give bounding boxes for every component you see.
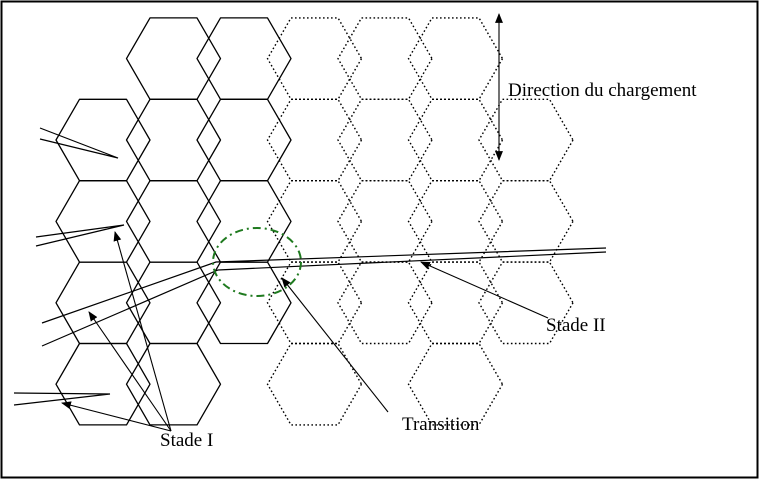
grain-hexagon — [478, 98, 574, 182]
stage-two-crack — [41, 247, 607, 347]
grain-hexagon — [337, 17, 433, 101]
stage-one-cracks — [13, 127, 125, 406]
grain-hexagon — [478, 261, 574, 345]
grain-hexagon — [407, 17, 504, 101]
grain-hexagon — [266, 17, 363, 101]
stage-one-label: Stade I — [160, 430, 213, 451]
stage-one-arrows — [61, 231, 172, 432]
grain-hexagon — [337, 261, 433, 345]
grain-hexagon — [125, 342, 222, 426]
grain-hexagon — [266, 261, 363, 345]
grain-hexagon — [266, 179, 363, 263]
transition-label: Transition — [402, 414, 480, 435]
grain-hexagon — [125, 17, 222, 100]
loading-direction-label: Direction du chargement — [508, 80, 697, 101]
stage-two-label: Stade II — [546, 315, 606, 336]
grain-grid — [55, 17, 574, 426]
grain-hexagon — [478, 179, 574, 263]
grain-hexagon — [196, 17, 292, 100]
grain-hexagon — [55, 180, 151, 263]
grain-hexagon — [266, 342, 363, 426]
grain-hexagon — [125, 98, 222, 182]
transition-circle — [212, 227, 302, 297]
transition-arrow — [281, 277, 389, 413]
grain-hexagon — [55, 342, 151, 426]
grain-hexagon — [407, 261, 504, 345]
grain-hexagon — [266, 98, 363, 182]
grain-hexagon — [196, 261, 292, 345]
grain-hexagon — [196, 98, 292, 182]
grain-hexagon — [55, 261, 151, 345]
grain-hexagon — [407, 179, 504, 263]
grain-hexagon — [196, 180, 292, 263]
grain-hexagon — [337, 179, 433, 263]
stage-two-arrow — [420, 261, 549, 319]
grain-hexagon — [337, 98, 433, 182]
grain-hexagon — [407, 342, 504, 426]
grain-hexagon — [407, 98, 504, 182]
grain-hexagon — [125, 180, 222, 263]
